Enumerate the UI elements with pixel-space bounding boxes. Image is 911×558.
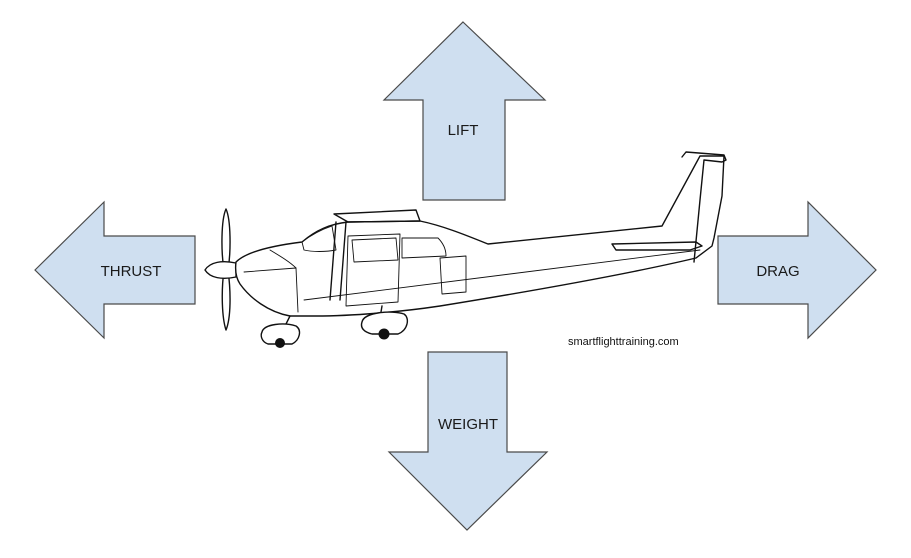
airplane-illustration [204, 151, 727, 348]
main-gear [360, 305, 409, 340]
thrust-arrow-shape [34, 200, 196, 340]
weight-arrow-shape [387, 351, 549, 531]
drag-label: DRAG [756, 263, 799, 280]
vertical-tail [681, 151, 727, 263]
nose-gear [260, 315, 301, 348]
drag-arrow: DRAG [717, 200, 877, 340]
weight-arrow: WEIGHT [387, 351, 549, 531]
weight-label: WEIGHT [438, 416, 498, 433]
drag-arrow-shape [717, 200, 877, 340]
lift-arrow: LIFT [382, 21, 547, 201]
thrust-arrow: THRUST [34, 200, 196, 340]
lift-label: LIFT [448, 122, 479, 139]
fuselage [234, 155, 725, 317]
wing-strut [329, 221, 347, 301]
propeller [204, 208, 237, 331]
thrust-label: THRUST [101, 263, 162, 280]
lift-arrow-shape [382, 21, 547, 201]
credit-text: smartflighttraining.com [568, 336, 679, 348]
horizontal-stabilizer [611, 241, 703, 251]
